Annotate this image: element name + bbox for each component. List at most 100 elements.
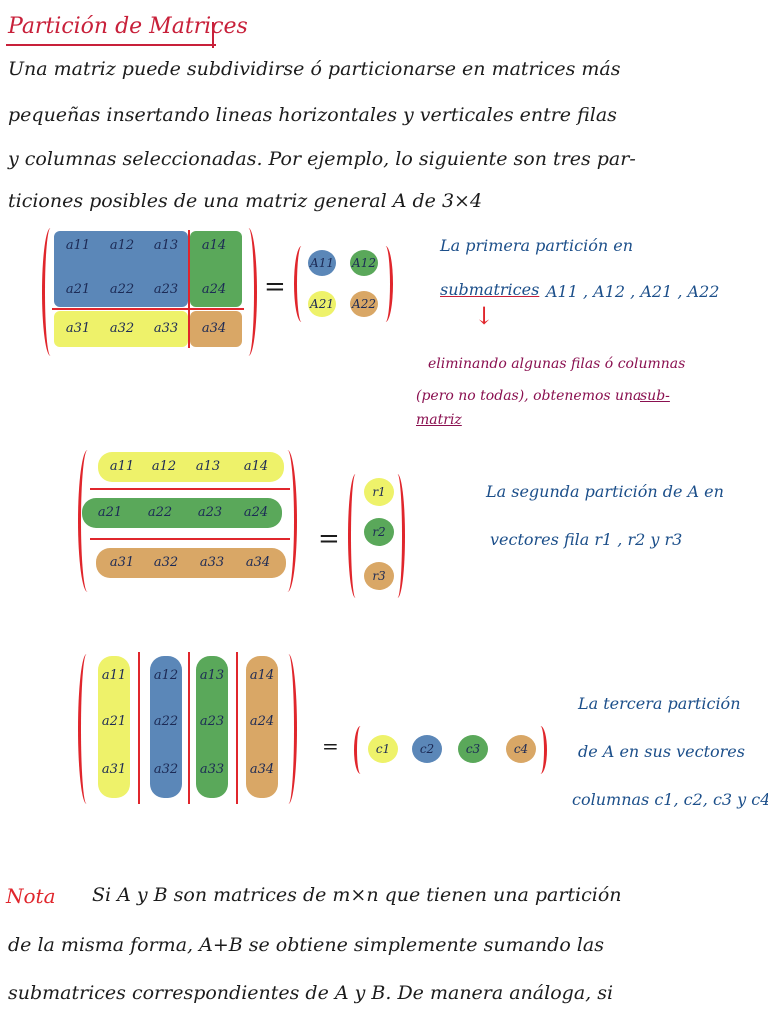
- bracket-right: [534, 726, 547, 774]
- paragraph-line-1: Una matriz puede subdividirse ó particio…: [8, 58, 621, 80]
- note-line: La primera partición en: [440, 236, 634, 255]
- row-pill-r3: [96, 548, 286, 578]
- cell: a31: [101, 762, 127, 777]
- cell: a34: [245, 555, 271, 570]
- note-line: A11 , A12 , A21 , A22: [546, 282, 720, 301]
- row-dot-r3: r3: [364, 562, 394, 590]
- column-dot-c3: c3: [458, 735, 488, 763]
- partition-vline: [236, 652, 238, 804]
- row-pill-r1: [98, 452, 284, 482]
- arrow-down-icon: ↓: [474, 302, 495, 330]
- partition-vline: [138, 652, 140, 804]
- note-line: columnas c1, c2, c3 y c4.: [572, 790, 768, 809]
- cell: a21: [65, 282, 91, 297]
- block-dot-a12: A12: [350, 250, 378, 276]
- bracket-right: [240, 228, 257, 356]
- cell: a22: [109, 282, 135, 297]
- cell: a33: [153, 321, 179, 336]
- cell: a13: [199, 668, 225, 683]
- bracket-right: [390, 474, 405, 598]
- note-line: La segunda partición de A en: [486, 482, 724, 501]
- nota-line-2: de la misma forma, A+B se obtiene simple…: [8, 934, 604, 956]
- cell: a14: [249, 668, 275, 683]
- cell: a23: [199, 714, 225, 729]
- cell: a33: [199, 762, 225, 777]
- column-dot-c1: c1: [368, 735, 398, 763]
- cell: a31: [109, 555, 135, 570]
- cell: a12: [151, 459, 177, 474]
- equals-sign: =: [318, 524, 340, 554]
- bracket-left: [354, 726, 367, 774]
- paragraph-line-4: ticiones posibles de una matriz general …: [8, 190, 483, 212]
- partition-vline: [188, 230, 190, 348]
- note-line: La tercera partición: [578, 694, 741, 713]
- cell: a24: [249, 714, 275, 729]
- row-pill-r2: [82, 498, 282, 528]
- column-pill-c1: [98, 656, 130, 798]
- cell: a33: [199, 555, 225, 570]
- cell: a22: [153, 714, 179, 729]
- cell: a13: [153, 238, 179, 253]
- cell: a23: [197, 505, 223, 520]
- cell: a11: [65, 238, 91, 253]
- partition-hline: [90, 538, 290, 540]
- bracket-right: [278, 450, 297, 592]
- bracket-left: [348, 474, 363, 598]
- cell: a14: [201, 238, 227, 253]
- nota-line-3: submatrices correspondientes de A y B. D…: [8, 982, 614, 1004]
- title-underline: [6, 44, 216, 46]
- nota-line-1: Si A y B son matrices de m×n que tienen …: [92, 884, 622, 906]
- block-a21: [54, 311, 188, 347]
- partition-hline: [52, 308, 244, 310]
- cell: a32: [153, 555, 179, 570]
- bracket-left: [78, 654, 95, 804]
- partition-hline: [90, 488, 290, 490]
- cell: a11: [109, 459, 135, 474]
- red-note-line: eliminando algunas filas ó columnas: [428, 356, 686, 372]
- nota-label: Nota: [6, 884, 56, 908]
- cell: a34: [201, 321, 227, 336]
- block-dot-a21: A21: [308, 291, 336, 317]
- column-dot-c2: c2: [412, 735, 442, 763]
- equals-sign: =: [264, 272, 286, 302]
- block-dot-a22: A22: [350, 291, 378, 317]
- paragraph-line-2: pequeñas insertando lineas horizontales …: [8, 104, 617, 126]
- block-a22: [190, 311, 242, 347]
- cell: a11: [101, 668, 127, 683]
- block-a11: [54, 231, 188, 307]
- bracket-right: [280, 654, 297, 804]
- row-dot-r2: r2: [364, 518, 394, 546]
- column-pill-c4: [246, 656, 278, 798]
- cell: a21: [101, 714, 127, 729]
- red-note-line: (pero no todas), obtenemos una: [416, 388, 642, 404]
- cell: a24: [243, 505, 269, 520]
- cell: a14: [243, 459, 269, 474]
- block-a12: [190, 231, 242, 307]
- cell: a24: [201, 282, 227, 297]
- equals-sign: =: [322, 734, 339, 758]
- column-dot-c4: c4: [506, 735, 536, 763]
- bracket-right: [378, 246, 393, 322]
- cell: a12: [109, 238, 135, 253]
- note-line: vectores fila r1 , r2 y r3: [490, 530, 683, 549]
- bracket-left: [78, 450, 97, 592]
- block-dot-a11: A11: [308, 250, 336, 276]
- partition-vline: [188, 652, 190, 804]
- column-pill-c3: [196, 656, 228, 798]
- cell: a22: [147, 505, 173, 520]
- cell: a31: [65, 321, 91, 336]
- bracket-left: [42, 228, 59, 356]
- title-mark: [212, 22, 214, 48]
- bracket-left: [294, 246, 309, 322]
- red-note-underlined: matriz: [416, 412, 462, 428]
- cell: a23: [153, 282, 179, 297]
- cell: a32: [153, 762, 179, 777]
- cell: a21: [97, 505, 123, 520]
- page-title: Partición de Matrices: [8, 14, 248, 39]
- cell: a13: [195, 459, 221, 474]
- cell: a34: [249, 762, 275, 777]
- red-note-underlined: sub-: [640, 388, 670, 404]
- note-underlined: submatrices: [440, 280, 540, 299]
- row-dot-r1: r1: [364, 478, 394, 506]
- note-line: de A en sus vectores: [578, 742, 745, 761]
